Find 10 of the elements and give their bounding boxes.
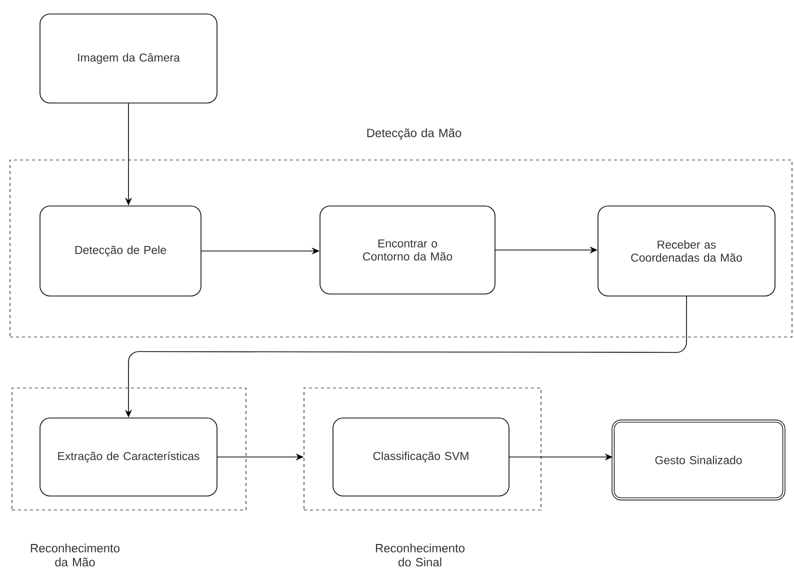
process-box: Imagem da Câmera bbox=[40, 14, 218, 104]
node-label: Detecção da Mão bbox=[367, 128, 462, 140]
process-box: Receber as Coordenadas da Mão bbox=[598, 206, 776, 296]
process-box: Encontrar o Contorno da Mão bbox=[320, 206, 496, 294]
process-box: Extração de Características bbox=[40, 418, 218, 496]
process-box: Detecção de Pele bbox=[40, 206, 202, 296]
node-label: Reconhecimento da Mão bbox=[30, 544, 120, 566]
process-box: Classificação SVM bbox=[332, 418, 510, 496]
node-label: Reconhecimento do Sinal bbox=[376, 544, 465, 566]
end-box: Gesto Sinalizado bbox=[612, 420, 786, 500]
